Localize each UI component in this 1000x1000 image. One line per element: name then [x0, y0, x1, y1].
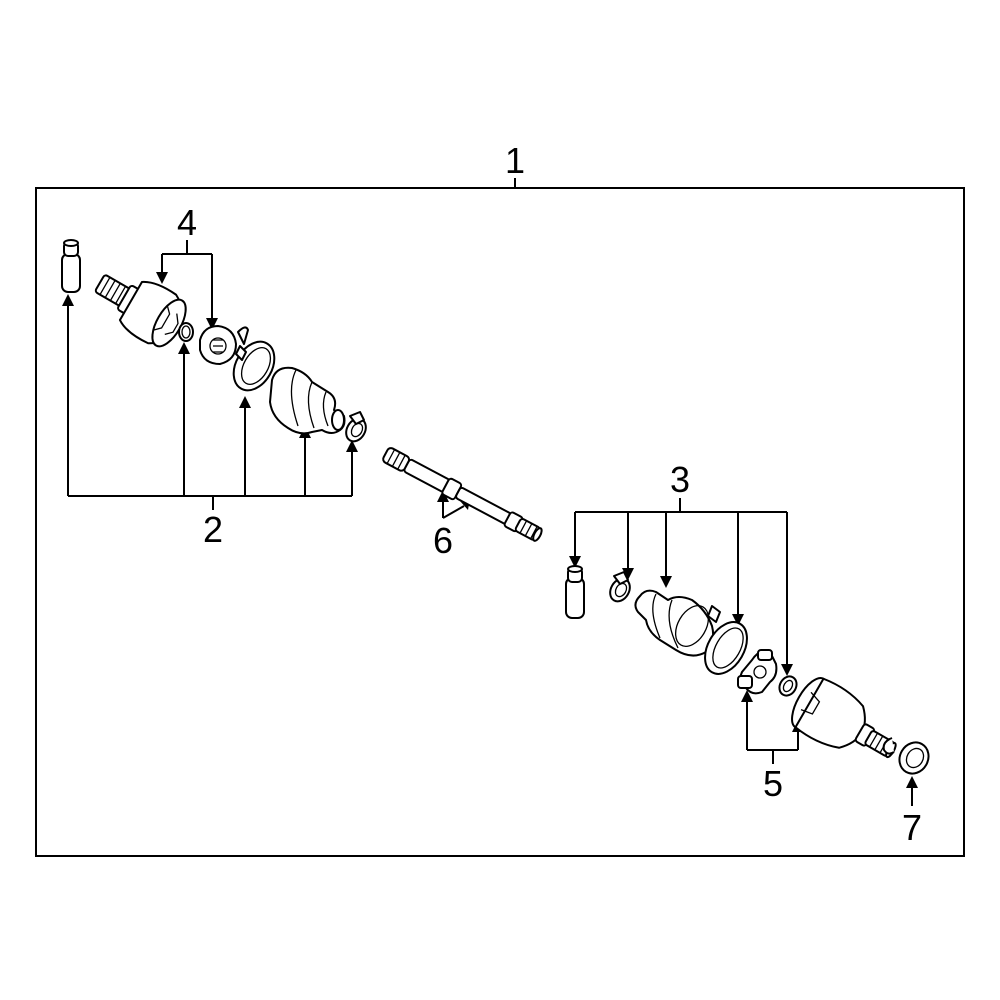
boot-band-small-right: [609, 571, 631, 603]
joint-housing-left: [94, 274, 187, 348]
callout-6-number: 6: [433, 520, 453, 561]
callout-7-number: 7: [902, 807, 922, 848]
callout-7[interactable]: 7: [902, 776, 922, 848]
tripod-spider-left: [199, 325, 249, 365]
boot-left: [269, 366, 346, 435]
callout-2[interactable]: 2: [62, 294, 358, 550]
callout-6[interactable]: 6: [433, 490, 470, 561]
assembly-frame: [35, 187, 965, 857]
tripod-bearing-right: [737, 649, 778, 695]
grease-tube-left: [61, 239, 81, 293]
callout-1-number: 1: [505, 140, 525, 181]
boot-band-large-right: [704, 605, 748, 675]
snap-ring-right: [778, 675, 798, 697]
seal-ring: [898, 741, 930, 775]
callout-2-number: 2: [203, 509, 223, 550]
circlip: [882, 737, 895, 755]
boot-band-large-left: [232, 340, 276, 392]
callout-4[interactable]: 4: [156, 202, 218, 330]
callout-5-number: 5: [763, 763, 783, 804]
axle-shaft: [382, 447, 543, 542]
callout-1[interactable]: 1: [505, 140, 525, 188]
snap-ring-left: [178, 322, 194, 342]
callout-3-number: 3: [670, 459, 690, 500]
callout-4-number: 4: [177, 202, 197, 243]
grease-tube-right: [565, 565, 585, 619]
boot-right: [634, 589, 715, 657]
boot-band-small-left: [345, 411, 367, 443]
callout-3[interactable]: 3: [569, 459, 793, 676]
joint-housing-right: [791, 677, 897, 759]
